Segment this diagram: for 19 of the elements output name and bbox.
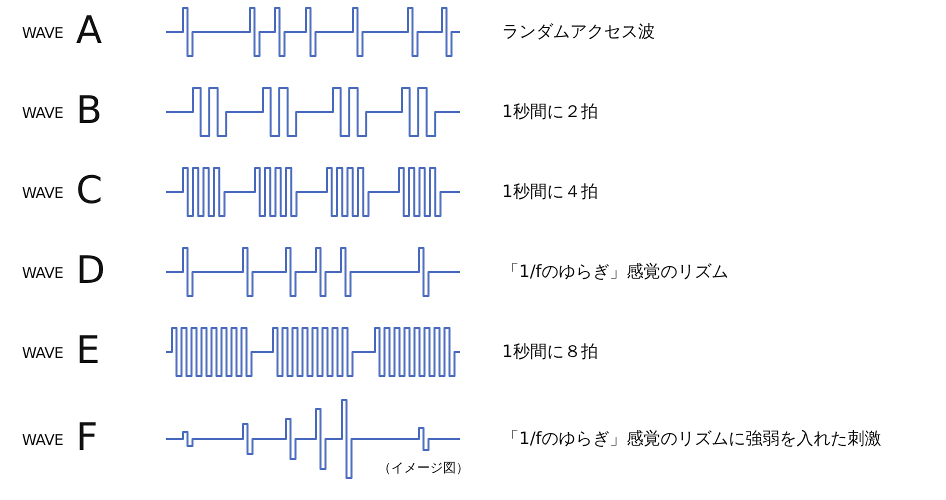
note-text: （イメージ図） [378, 460, 469, 477]
wave-label: WAVE [22, 344, 64, 362]
wave-letter: D [76, 250, 106, 290]
wave-letter: E [76, 330, 100, 370]
wave-description: 「1/fのゆらぎ」感覚のリズム [502, 261, 729, 283]
wave-label: WAVE [22, 104, 64, 122]
wave-letter: F [76, 417, 98, 457]
wave-label: WAVE [22, 24, 64, 42]
wave-description: ランダムアクセス波 [502, 21, 655, 43]
wave-label: WAVE [22, 264, 64, 282]
wave-description: 1秒間に４拍 [502, 181, 598, 203]
wave-letter: B [76, 90, 102, 130]
wave-description: 1秒間に２拍 [502, 101, 598, 123]
wave-description: 「1/fのゆらぎ」感覚のリズムに強弱を入れた刺激 [502, 428, 882, 450]
wave-description: 1秒間に８拍 [502, 341, 598, 363]
wave-letter: C [76, 170, 103, 210]
wave-label: WAVE [22, 431, 64, 449]
wave-letter: A [76, 10, 102, 50]
wave-label: WAVE [22, 184, 64, 202]
